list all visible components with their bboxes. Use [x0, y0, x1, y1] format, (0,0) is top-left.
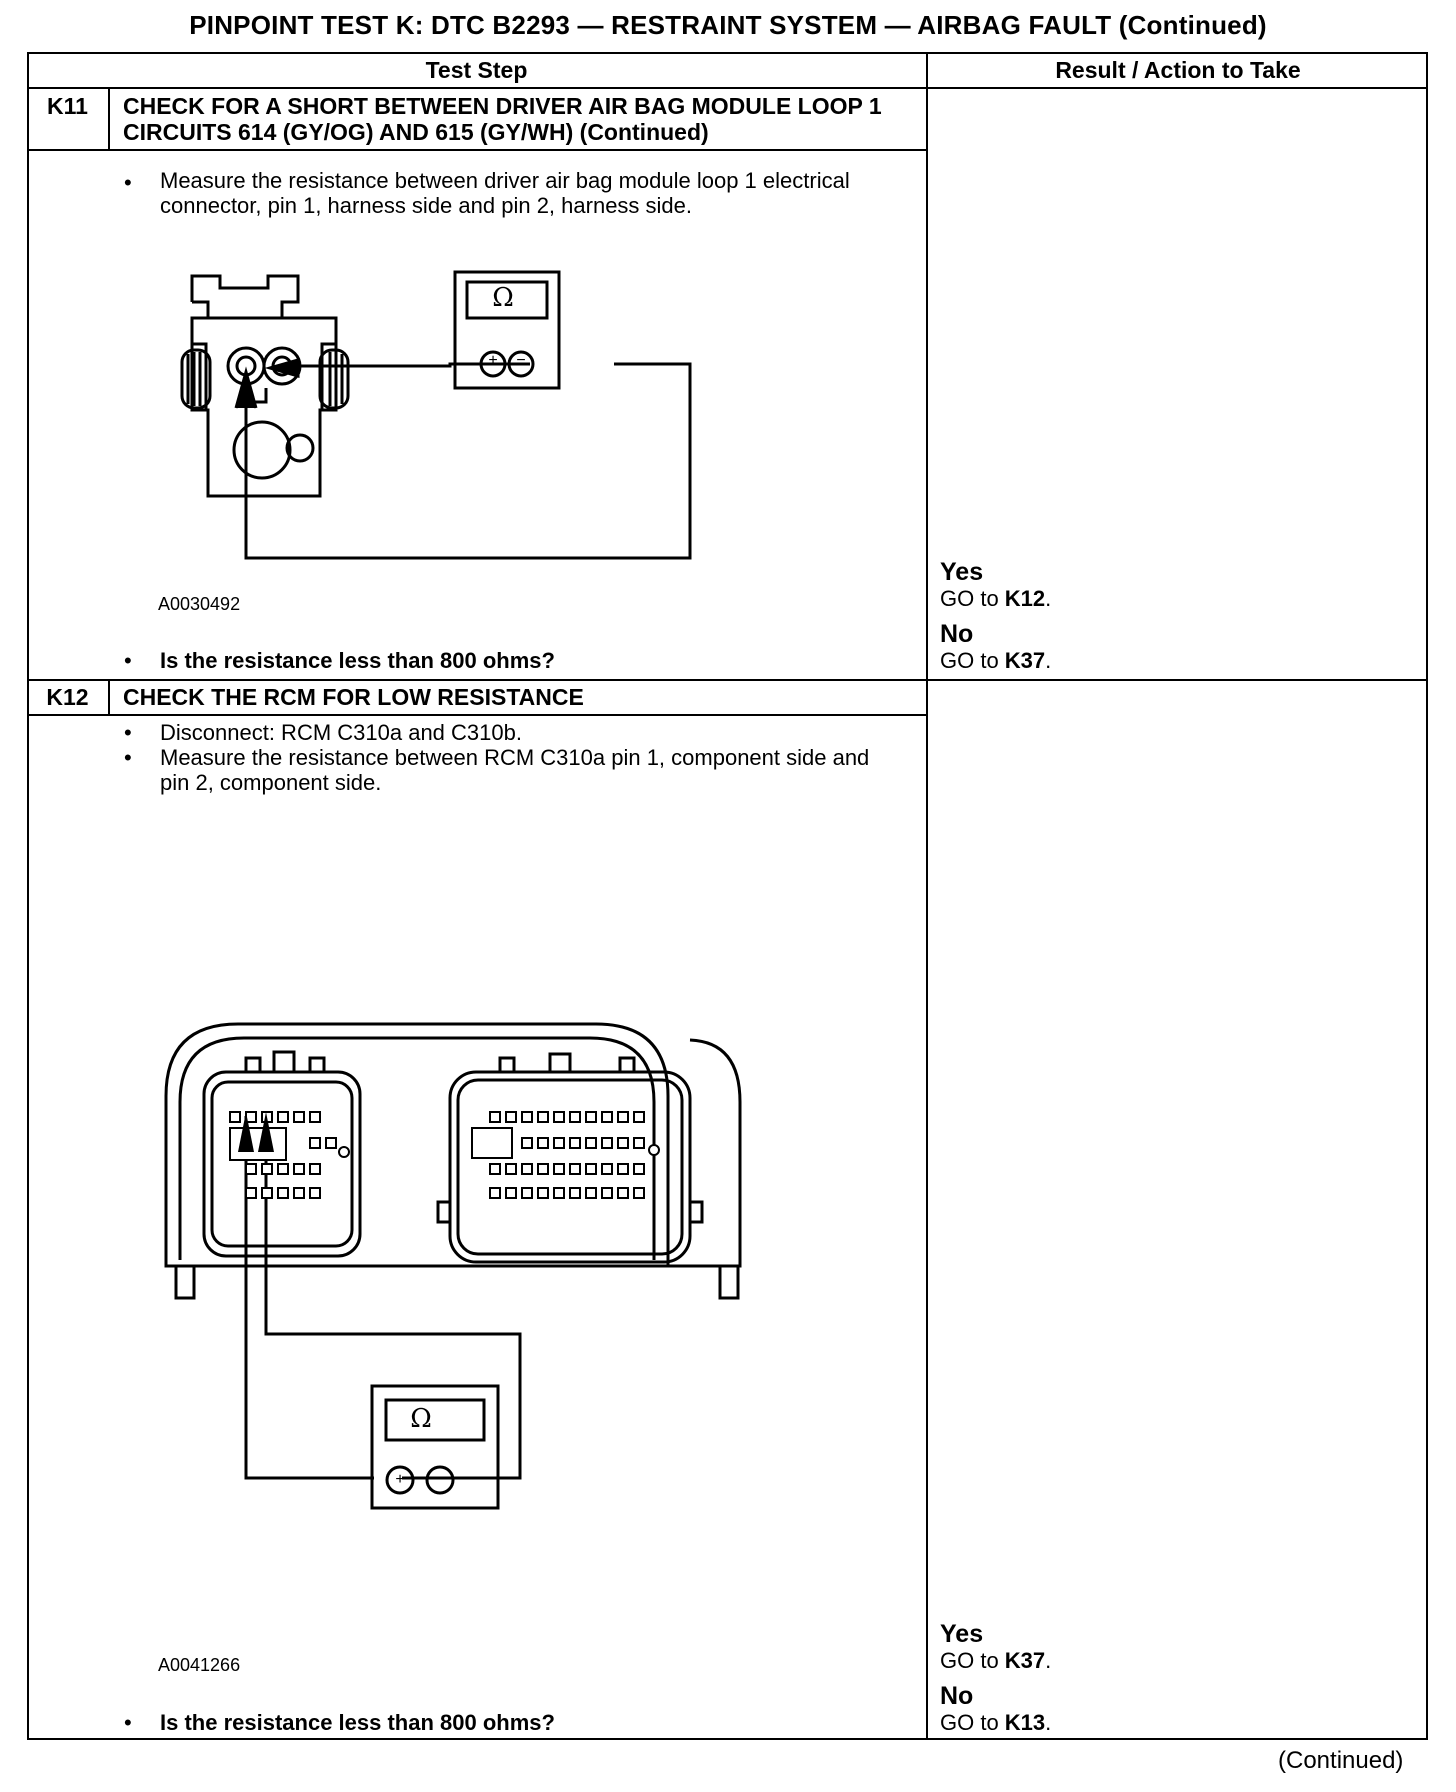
k12-no-action: GO to K13. — [940, 1710, 1052, 1735]
header-test-step: Test Step — [425, 57, 528, 83]
bullet-dot: • — [124, 648, 132, 673]
k11-yes-label: Yes — [940, 558, 984, 586]
k12-yes-action: GO to K37. — [940, 1648, 1052, 1673]
bullet-dot: • — [124, 720, 132, 745]
step-title-k12: CHECK THE RCM FOR LOW RESISTANCE — [123, 684, 584, 710]
k11-meter-ohm: Ω — [492, 283, 514, 313]
header-result-action: Result / Action to Take — [1055, 57, 1301, 83]
k12-meter-minus: − — [435, 1471, 445, 1488]
bullet-dot: • — [124, 170, 132, 195]
k11-meter-plus: + — [488, 352, 498, 369]
k11-meter-minus: − — [516, 352, 526, 369]
k12-instruction-2: Measure the resistance between RCM C310a… — [160, 745, 870, 795]
k12-instruction-1: Disconnect: RCM C310a and C310b. — [160, 720, 522, 745]
k11-no-action: GO to K37. — [940, 648, 1052, 673]
k12-yes-target[interactable]: K37 — [1004, 1648, 1046, 1673]
continued-note: (Continued) — [1278, 1747, 1404, 1774]
k11-id-divider — [108, 87, 110, 149]
step-id-k12: K12 — [46, 684, 89, 710]
k11-connector-diagram — [180, 270, 692, 560]
k12-question: Is the resistance less than 800 ohms? — [160, 1710, 555, 1735]
k12-meter-plus: + — [395, 1471, 405, 1488]
k12-yes-label: Yes — [940, 1620, 984, 1648]
k11-instruction: Measure the resistance between driver ai… — [160, 168, 850, 218]
k11-yes-action: GO to K12. — [940, 586, 1052, 611]
k12-no-target[interactable]: K13 — [1004, 1710, 1046, 1735]
k11-figure-id: A0030492 — [158, 594, 241, 614]
k12-figure-id: A0041266 — [158, 1655, 241, 1675]
step-title-k11: CHECK FOR A SHORT BETWEEN DRIVER AIR BAG… — [123, 93, 882, 145]
k11-yes-target[interactable]: K12 — [1004, 586, 1046, 611]
bullet-dot: • — [124, 745, 132, 770]
k11-question: Is the resistance less than 800 ohms? — [160, 648, 555, 673]
k12-id-divider — [108, 679, 110, 714]
k11-no-target[interactable]: K37 — [1004, 648, 1046, 673]
pinpoint-test-table — [27, 52, 1428, 1740]
column-divider — [926, 52, 928, 1740]
page-title: PINPOINT TEST K: DTC B2293 — RESTRAINT S… — [189, 10, 1267, 40]
k12-no-label: No — [940, 1682, 974, 1710]
k11-no-label: No — [940, 620, 974, 648]
step-id-k11: K11 — [47, 93, 88, 119]
bullet-dot: • — [124, 1710, 132, 1735]
k12-title-rule — [27, 714, 927, 716]
k12-rcm-diagram — [164, 1022, 742, 1510]
header-rule — [27, 87, 1428, 89]
k12-meter-ohm: Ω — [410, 1404, 432, 1434]
k11-k12-rule — [27, 679, 1428, 681]
k11-title-rule — [27, 149, 927, 151]
